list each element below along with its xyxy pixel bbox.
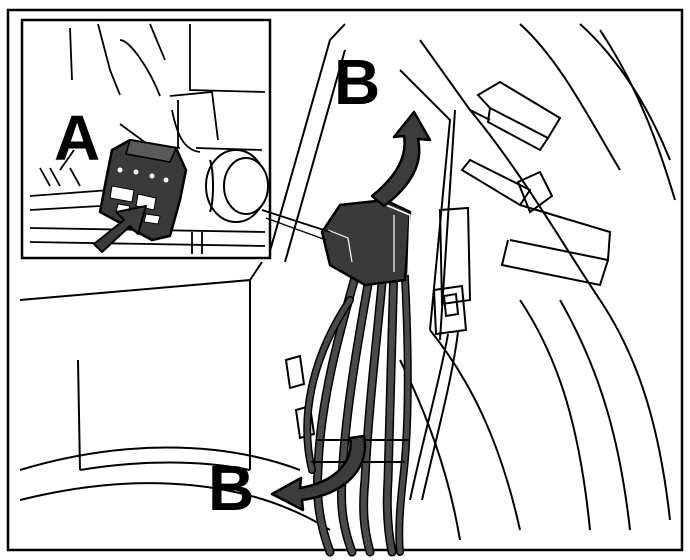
harness-connector — [320, 198, 412, 287]
grommet — [205, 149, 269, 223]
callout-b-top: B — [334, 46, 380, 118]
curved-arrow-left-icon — [270, 434, 367, 512]
leader-line-2 — [265, 217, 327, 241]
wire-harness — [303, 254, 412, 557]
leader-line — [261, 209, 331, 233]
outer-frame — [6, 8, 684, 552]
body-panel-lines — [19, 23, 676, 541]
inset-detail — [20, 18, 272, 260]
callout-b-bottom: B — [208, 452, 254, 524]
curved-arrow-up-icon — [370, 110, 432, 208]
callout-a: A — [54, 102, 100, 174]
push-arrow-icon — [93, 205, 147, 253]
